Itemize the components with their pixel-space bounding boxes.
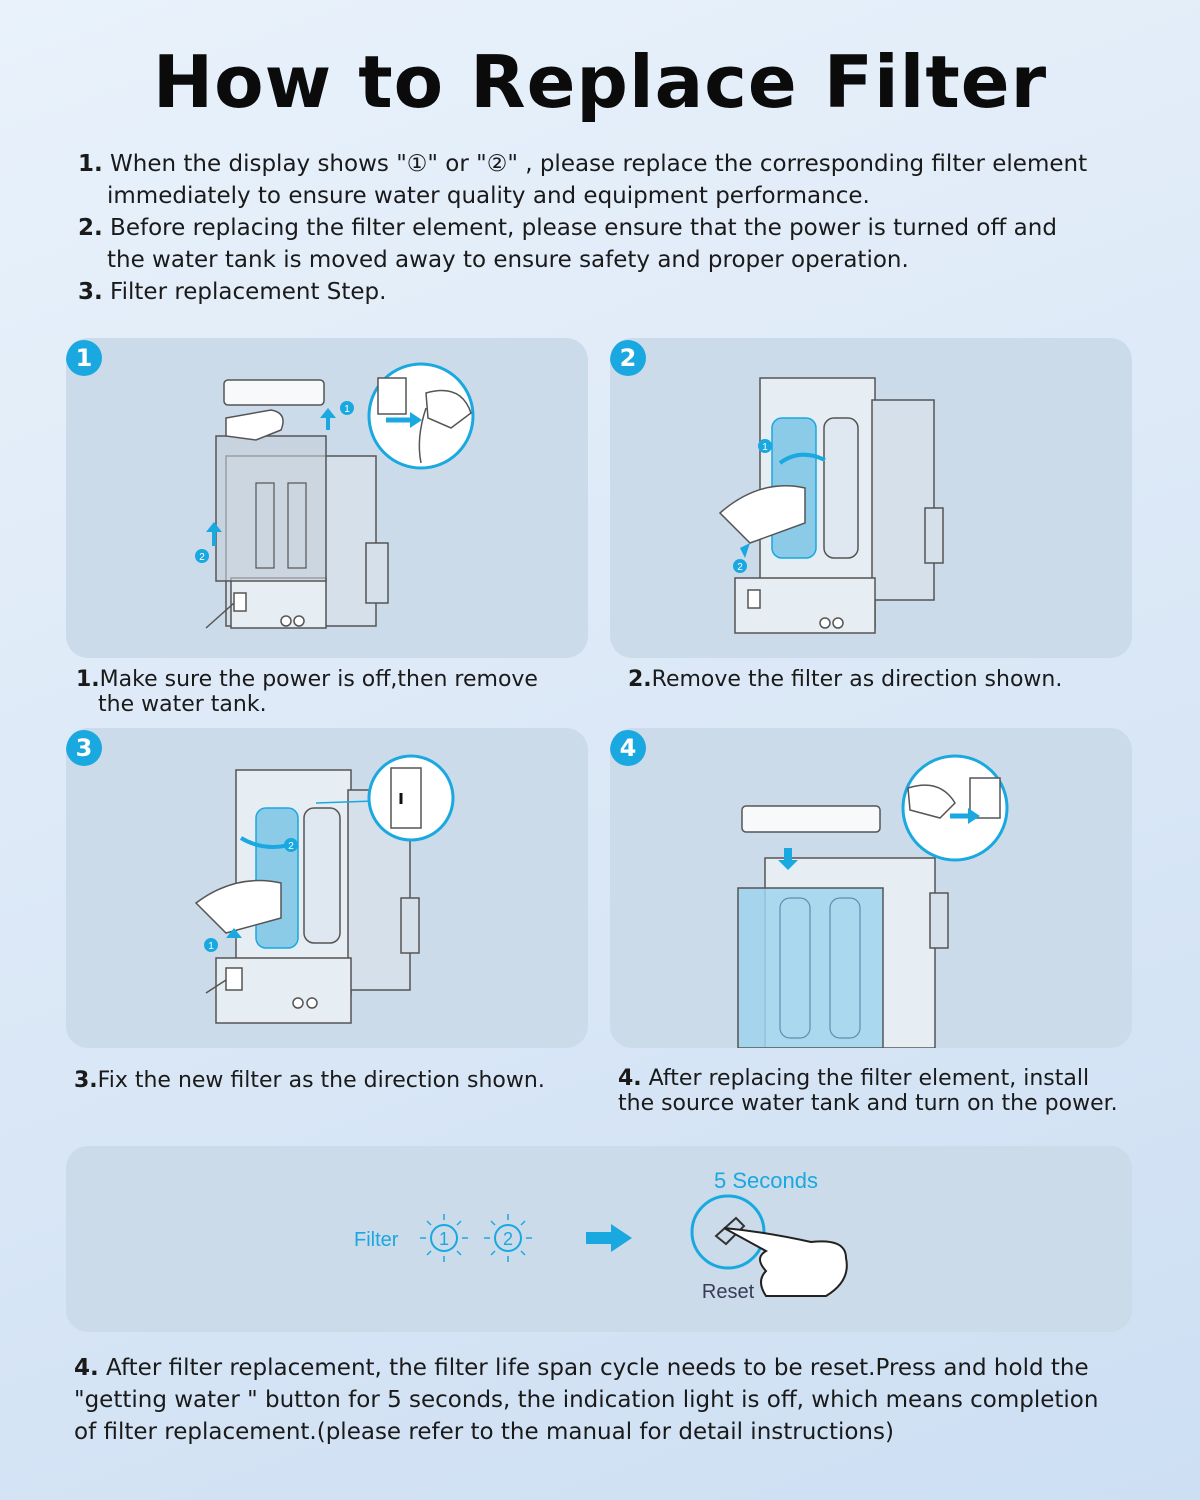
tank-lid [741, 805, 881, 833]
reset-panel: Filter 1 2 5 Seconds Reset [66, 1146, 1132, 1332]
reset-illustration: Filter 1 2 5 Seconds Reset [354, 1168, 848, 1303]
step-badge-2: 2 [610, 340, 646, 376]
step-1-illustration: 1 2 [195, 362, 475, 629]
svg-text:2: 2 [288, 841, 294, 852]
reset-button[interactable] [690, 1194, 766, 1270]
hand-icon [718, 485, 806, 544]
power-cord [205, 602, 235, 629]
intro-item: 2. Before replacing the filter element, … [78, 215, 1057, 273]
step-1-caption: 1.Make sure the power is off,then remove… [76, 667, 538, 717]
svg-text:1: 1 [344, 404, 350, 415]
step-3-illustration: 2 1 [194, 754, 455, 1024]
filter-2 [303, 807, 341, 944]
hand-press-icon [723, 1227, 848, 1297]
arrow-up-icon [206, 516, 222, 546]
page-title: How to Replace Filter [152, 40, 1048, 124]
intro-instructions: 1. When the display shows "①" or "②" , p… [78, 148, 1158, 308]
filter-1 [255, 482, 275, 569]
filter-2 [287, 482, 307, 569]
rotate-arrow-icon [778, 452, 826, 465]
filter-2 [823, 417, 859, 559]
indicator-1: 1 [439, 1229, 449, 1249]
outro-instructions: 4. After filter replacement, the filter … [74, 1355, 1099, 1445]
hand-icon [225, 409, 284, 441]
step-4-illustration [737, 754, 1009, 1048]
hand-icon [194, 879, 282, 934]
step-marker-1 [340, 401, 354, 415]
step-2-illustration: 1 2 [718, 377, 944, 634]
arrow-up-icon [320, 408, 336, 430]
indicator-2: 2 [503, 1229, 513, 1249]
power-socket [747, 589, 761, 609]
step-marker-2 [195, 549, 209, 563]
svg-text:2: 2 [199, 552, 205, 563]
arrow-down-icon [740, 543, 750, 558]
step-badge-3: 3 [66, 730, 102, 766]
intro-item: 1. When the display shows "①" or "②" , p… [78, 151, 1088, 209]
intro-item: 3. Filter replacement Step. [78, 279, 387, 305]
outlet-knob [293, 615, 305, 627]
power-socket [233, 592, 247, 612]
power-socket [225, 967, 243, 991]
step-badge-1: 1 [66, 340, 102, 376]
tank-lid [223, 379, 325, 406]
step-4-panel: 4 [610, 728, 1132, 1048]
dispenser-side [871, 399, 935, 601]
svg-text:2: 2 [737, 562, 743, 573]
filter-label: Filter [354, 1229, 399, 1251]
svg-text:1: 1 [208, 941, 214, 952]
step-3-panel: 2 1 3 [66, 728, 588, 1048]
step-1-panel: 1 2 1 [66, 338, 588, 658]
reset-label: Reset [702, 1281, 755, 1303]
blinking-indicator-icon: 1 [420, 1214, 468, 1262]
step-2-caption: 2.Remove the filter as direction shown. [628, 667, 1063, 692]
hand-plug-icon [907, 784, 956, 819]
water-drop-button-icon [714, 1216, 746, 1246]
arrow-up-icon [226, 928, 242, 938]
step-4-caption: 4. After replacing the filter element, i… [618, 1066, 1118, 1116]
hand-plug-icon [425, 389, 472, 429]
step-2-panel: 1 2 2 [610, 338, 1132, 658]
step-badge-4: 4 [610, 730, 646, 766]
wall-socket-icon [377, 377, 407, 415]
water-tank [215, 435, 327, 582]
dispenser-side [365, 542, 389, 604]
filter-1-new [255, 807, 299, 949]
arrow-down-icon [778, 848, 798, 870]
svg-text:1: 1 [762, 442, 768, 453]
arrow-right-icon [586, 1224, 632, 1252]
blinking-indicator-icon: 2 [484, 1214, 532, 1262]
step-3-caption: 3.Fix the new filter as the direction sh… [74, 1068, 545, 1093]
outlet-knob [280, 615, 292, 627]
dispenser-base [230, 577, 327, 629]
wall-socket-icon [969, 777, 1001, 819]
seconds-label: 5 Seconds [714, 1168, 818, 1193]
